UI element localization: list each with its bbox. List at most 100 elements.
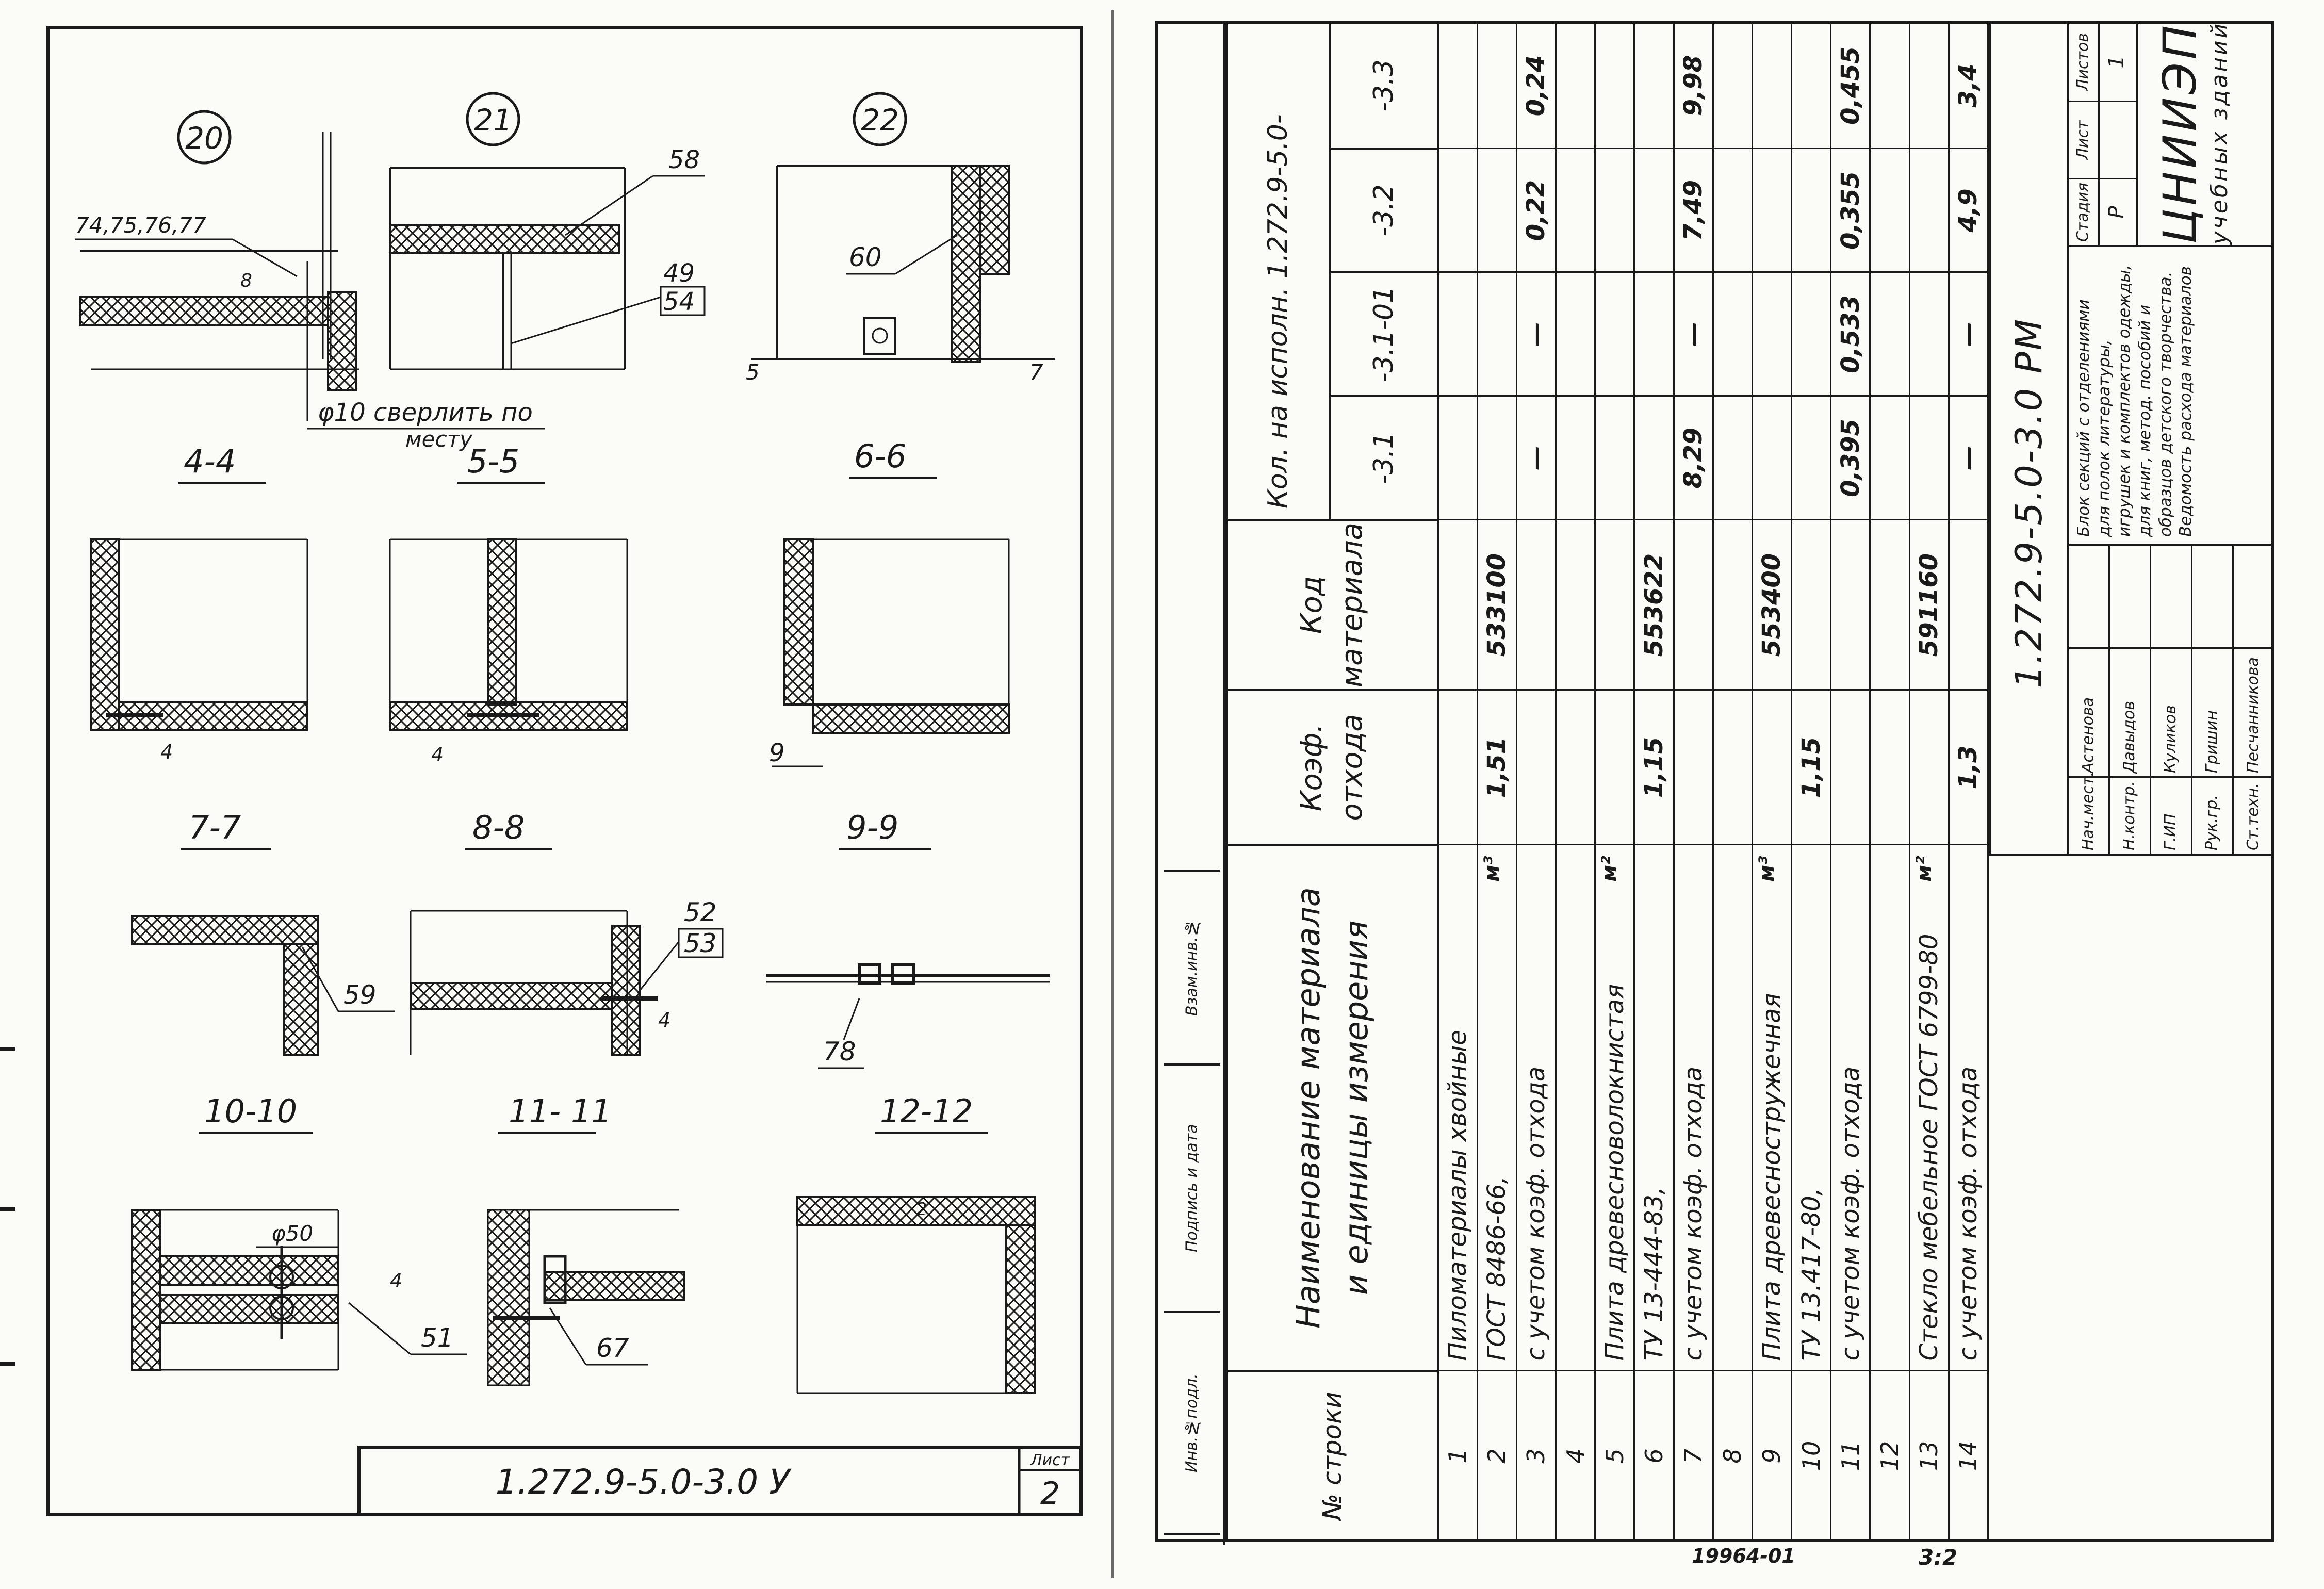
sign-date-label: Подпись и дата — [1164, 1066, 1220, 1313]
cell-unit: м³ — [1755, 856, 1779, 882]
cell-coef — [1909, 690, 1949, 845]
replace-inv-label: Взам.инв.№ — [1164, 870, 1220, 1066]
margin-tick — [0, 1207, 15, 1211]
label-51: 51 — [421, 1323, 454, 1353]
detail-drawings: 20 74,75,76,77 8 φ10 сверлить по месту 4… — [75, 92, 1081, 1514]
header-variant-3-1: -3.1 — [1330, 396, 1438, 520]
cell-name: ТУ 13.417-80, — [1791, 845, 1831, 1371]
cell-variant-0: — — [1516, 396, 1556, 520]
cell-variant-3 — [1870, 24, 1910, 149]
cell-name: ТУ 13-444-83, — [1634, 845, 1674, 1371]
cell-coef — [1830, 690, 1870, 845]
cell-name-text: Стекло мебельное ГОСТ 6799-80 — [1914, 933, 1944, 1361]
cell-name: с учетом коэф. отхода — [1830, 845, 1870, 1371]
signer-role: Н.контр. — [2110, 776, 2150, 854]
sheet-value — [2100, 101, 2136, 178]
cell-variant-2 — [1477, 149, 1517, 272]
cell-variant-1 — [1556, 272, 1595, 396]
description-line: образцов детского творчества. — [2156, 271, 2175, 537]
cell-coef: 1,51 — [1477, 690, 1517, 845]
cell-unit: м³ — [1480, 856, 1504, 882]
sheet-label: Лист — [2069, 101, 2100, 178]
stage-value: Р — [2100, 178, 2136, 245]
header-name: Наименование материала и единицы измерен… — [1226, 845, 1438, 1371]
label-54: 54 — [663, 287, 695, 316]
cell-name-text: ГОСТ 8486-66, — [1482, 1176, 1512, 1361]
header-code-2: материала — [1335, 522, 1369, 688]
label-dim-8: 8 — [240, 270, 252, 291]
section-9-9-drawing: 9 9-9 — [769, 538, 1010, 850]
cell-variant-1 — [1791, 272, 1831, 396]
rotated-table: № строки Наименование материала и единиц… — [1225, 24, 2274, 1542]
cell-variant-1: — — [1949, 272, 1988, 396]
materials-table: № строки Наименование материала и единиц… — [1225, 24, 1989, 1542]
signer-row: Н.контр.Давыдов — [2110, 544, 2151, 854]
cell-code — [1595, 520, 1634, 690]
cell-no: 13 — [1909, 1371, 1949, 1541]
drawing-sheet: 20 74,75,76,77 8 φ10 сверлить по месту 4… — [46, 26, 1083, 1516]
cell-variant-0: 8,29 — [1674, 396, 1713, 520]
cell-variant-3 — [1791, 24, 1831, 149]
signer-name: Гришин — [2192, 647, 2232, 776]
cell-coef — [1752, 690, 1792, 845]
header-qty-title: Кол. на исполн. 1.272.9-5.0- — [1226, 24, 1330, 520]
signer-name: Куликов — [2151, 647, 2191, 776]
cell-variant-3 — [1477, 24, 1517, 149]
header-variant-3-2: -3.2 — [1330, 149, 1438, 272]
cell-variant-3 — [1713, 24, 1753, 149]
header-name-1: Наименование материала — [1289, 887, 1327, 1329]
label-dim-4c: 4 — [658, 1009, 670, 1031]
inv-no-label: Инв.№подл. — [1164, 1313, 1220, 1535]
cell-variant-0 — [1870, 396, 1910, 520]
cell-name: с учетом коэф. отхода — [1949, 845, 1988, 1371]
cell-variant-2 — [1634, 149, 1674, 272]
cell-no: 8 — [1713, 1371, 1753, 1541]
stamp-meta: Стадия Лист Листов Р 1 ЦНИИЭП учебных зд… — [2069, 24, 2274, 245]
cell-coef — [1674, 690, 1713, 845]
description-line: Ведомость расхода материалов — [2176, 266, 2196, 537]
cell-variant-2 — [1870, 149, 1910, 272]
cell-no: 2 — [1477, 1371, 1517, 1541]
label-78: 78 — [823, 1037, 856, 1067]
header-variant-3-3: -3.3 — [1330, 24, 1438, 149]
cell-code — [1516, 520, 1556, 690]
cell-variant-1 — [1713, 272, 1753, 396]
cell-variant-1 — [1909, 272, 1949, 396]
cell-coef: 1,3 — [1949, 690, 1988, 845]
cell-variant-0 — [1556, 396, 1595, 520]
signer-row: Нач.мест.Астенова — [2069, 544, 2110, 854]
cell-variant-2 — [1595, 149, 1634, 272]
cell-variant-3: 0,455 — [1830, 24, 1870, 149]
section-11-11: 11- 11 — [509, 1092, 612, 1130]
cell-coef — [1516, 690, 1556, 845]
cell-no: 5 — [1595, 1371, 1634, 1541]
signer-name: Песчанникова — [2234, 647, 2273, 776]
section-8-8: 8-8 — [472, 809, 525, 846]
cell-coef — [1870, 690, 1910, 845]
cell-variant-0: 0,395 — [1830, 396, 1870, 520]
signature — [2192, 544, 2232, 647]
cell-no: 10 — [1791, 1371, 1831, 1541]
cell-variant-1: — — [1674, 272, 1713, 396]
signer-role: Рук.гр. — [2192, 776, 2232, 854]
cell-variant-1 — [1595, 272, 1634, 396]
page-number: 3:2 — [1919, 1545, 1958, 1570]
signer-row: Ст.техн.Песчанникова — [2234, 544, 2274, 854]
signature — [2110, 544, 2150, 647]
cell-name — [1713, 845, 1753, 1371]
cell-variant-2: 0,355 — [1830, 149, 1870, 272]
label-58: 58 — [668, 145, 700, 174]
callout-20: 20 — [185, 121, 223, 156]
header-coef: Коэф. отхода — [1226, 690, 1438, 845]
cell-variant-0 — [1634, 396, 1674, 520]
